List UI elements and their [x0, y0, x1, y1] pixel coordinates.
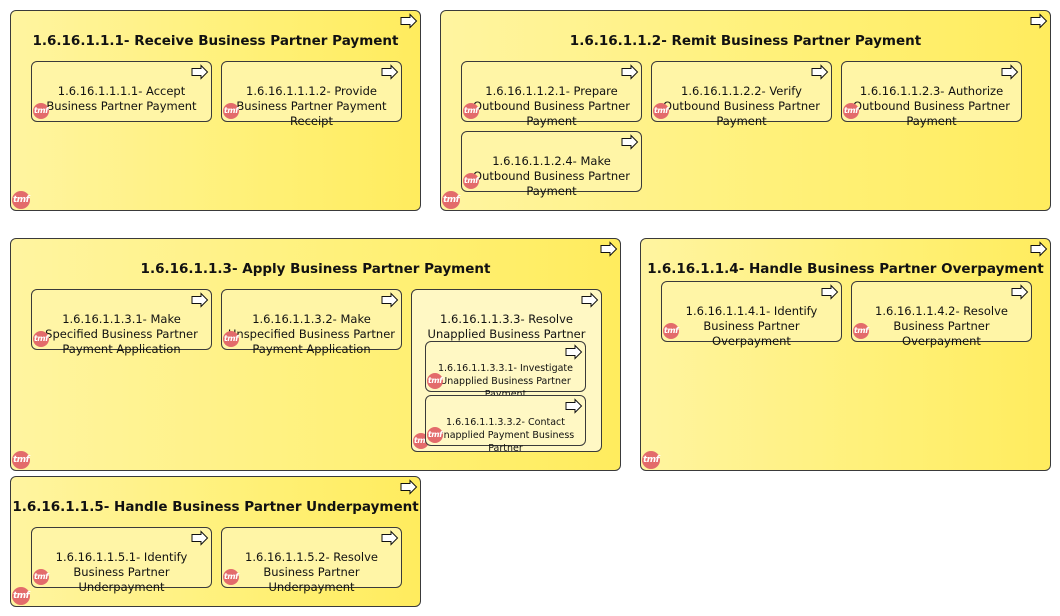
process-node[interactable]: 1.6.16.1.1.5.1- Identify Business Partne… — [31, 527, 212, 594]
group-handle-underpayment[interactable]: 1.6.16.1.1.5- Handle Business Partner Un… — [10, 476, 421, 607]
process-arrow-icon — [1001, 64, 1019, 80]
node-label: 1.6.16.1.1.1.1- Accept Business Partner … — [46, 84, 197, 113]
node-label: 1.6.16.1.1.5.1- Identify Business Partne… — [55, 550, 188, 594]
process-arrow-icon — [565, 398, 583, 414]
tmf-icon: tmf — [33, 569, 49, 585]
process-arrow-icon — [381, 530, 399, 546]
tmf-icon: tmf — [223, 103, 239, 119]
process-arrow-icon — [565, 344, 583, 360]
process-arrow-icon — [1030, 13, 1048, 29]
process-arrow-icon — [191, 292, 209, 308]
process-node[interactable]: 1.6.16.1.1.2.4- Make Outbound Business P… — [461, 131, 642, 198]
group-remit-payment[interactable]: 1.6.16.1.1.2- Remit Business Partner Pay… — [440, 10, 1051, 211]
process-node[interactable]: 1.6.16.1.1.2.3- Authorize Outbound Busin… — [841, 61, 1022, 128]
tmf-icon: tmf — [653, 103, 669, 119]
process-subnode[interactable]: 1.6.16.1.1.3.3.2- Contact Unapplied Paym… — [425, 395, 586, 454]
process-arrow-icon — [811, 64, 829, 80]
process-arrow-icon — [381, 64, 399, 80]
node-label: 1.6.16.1.1.2.2- Verify Outbound Business… — [663, 84, 820, 128]
group-title: 1.6.16.1.1.1- Receive Business Partner P… — [32, 33, 399, 49]
process-node[interactable]: 1.6.16.1.1.2.1- Prepare Outbound Busines… — [461, 61, 642, 128]
node-label: 1.6.16.1.1.5.2- Resolve Business Partner… — [245, 550, 378, 594]
node-label: 1.6.16.1.1.3.3.2- Contact Unapplied Paym… — [436, 417, 575, 454]
tmf-icon: tmf — [463, 103, 479, 119]
process-node[interactable]: 1.6.16.1.1.1.2- Provide Business Partner… — [221, 61, 402, 128]
process-arrow-icon — [581, 292, 599, 308]
process-arrow-icon — [1011, 284, 1029, 300]
tmf-icon: tmf — [223, 569, 239, 585]
group-title: 1.6.16.1.1.4- Handle Business Partner Ov… — [647, 261, 1044, 277]
process-node[interactable]: 1.6.16.1.1.5.2- Resolve Business Partner… — [221, 527, 402, 594]
tmf-icon: tmf — [12, 587, 30, 605]
node-label: 1.6.16.1.1.3.3.1- Investigate Unapplied … — [437, 363, 573, 400]
group-handle-overpayment[interactable]: 1.6.16.1.1.4- Handle Business Partner Ov… — [640, 238, 1051, 471]
process-arrow-icon — [381, 292, 399, 308]
process-arrow-icon — [191, 64, 209, 80]
node-label: 1.6.16.1.1.2.1- Prepare Outbound Busines… — [473, 84, 630, 128]
process-arrow-icon — [400, 479, 418, 495]
process-arrow-icon — [191, 530, 209, 546]
tmf-icon: tmf — [843, 103, 859, 119]
tmf-icon: tmf — [463, 173, 479, 189]
tmf-icon: tmf — [442, 191, 460, 209]
process-arrow-icon — [621, 134, 639, 150]
process-node-container[interactable]: 1.6.16.1.1.3.3- Resolve Unapplied Busine… — [411, 289, 602, 454]
process-arrow-icon — [1030, 241, 1048, 257]
node-label: 1.6.16.1.1.3.2- Make Unspecified Busines… — [227, 312, 396, 356]
tmf-icon: tmf — [12, 451, 30, 469]
process-node[interactable]: 1.6.16.1.1.2.2- Verify Outbound Business… — [651, 61, 832, 128]
group-apply-payment[interactable]: 1.6.16.1.1.3- Apply Business Partner Pay… — [10, 238, 621, 471]
tmf-icon: tmf — [427, 373, 443, 389]
process-arrow-icon — [400, 13, 418, 29]
tmf-icon: tmf — [33, 331, 49, 347]
group-title: 1.6.16.1.1.2- Remit Business Partner Pay… — [569, 33, 922, 49]
group-receive-payment[interactable]: 1.6.16.1.1.1- Receive Business Partner P… — [10, 10, 421, 211]
process-node[interactable]: 1.6.16.1.1.1.1- Accept Business Partner … — [31, 61, 212, 122]
tmf-icon: tmf — [427, 427, 443, 443]
process-arrow-icon — [821, 284, 839, 300]
node-label: 1.6.16.1.1.2.4- Make Outbound Business P… — [473, 154, 630, 198]
node-label: 1.6.16.1.1.4.1- Identify Business Partne… — [685, 304, 818, 348]
group-title: 1.6.16.1.1.5- Handle Business Partner Un… — [12, 499, 419, 515]
process-node[interactable]: 1.6.16.1.1.3.2- Make Unspecified Busines… — [221, 289, 402, 356]
process-node[interactable]: 1.6.16.1.1.3.1- Make Specified Business … — [31, 289, 212, 356]
tmf-icon: tmf — [33, 103, 49, 119]
tmf-icon: tmf — [663, 323, 679, 339]
process-subnode[interactable]: 1.6.16.1.1.3.3.1- Investigate Unapplied … — [425, 341, 586, 400]
node-label: 1.6.16.1.1.1.2- Provide Business Partner… — [236, 84, 387, 128]
tmf-icon: tmf — [223, 331, 239, 347]
node-label: 1.6.16.1.1.3.1- Make Specified Business … — [45, 312, 198, 356]
node-label: 1.6.16.1.1.4.2- Resolve Business Partner… — [875, 304, 1008, 348]
node-label: 1.6.16.1.1.2.3- Authorize Outbound Busin… — [853, 84, 1010, 128]
process-node[interactable]: 1.6.16.1.1.4.2- Resolve Business Partner… — [851, 281, 1032, 348]
tmf-icon: tmf — [642, 451, 660, 469]
tmf-icon: tmf — [853, 323, 869, 339]
process-arrow-icon — [621, 64, 639, 80]
group-title: 1.6.16.1.1.3- Apply Business Partner Pay… — [140, 261, 491, 277]
process-node[interactable]: 1.6.16.1.1.4.1- Identify Business Partne… — [661, 281, 842, 348]
tmf-icon: tmf — [12, 191, 30, 209]
process-arrow-icon — [600, 241, 618, 257]
